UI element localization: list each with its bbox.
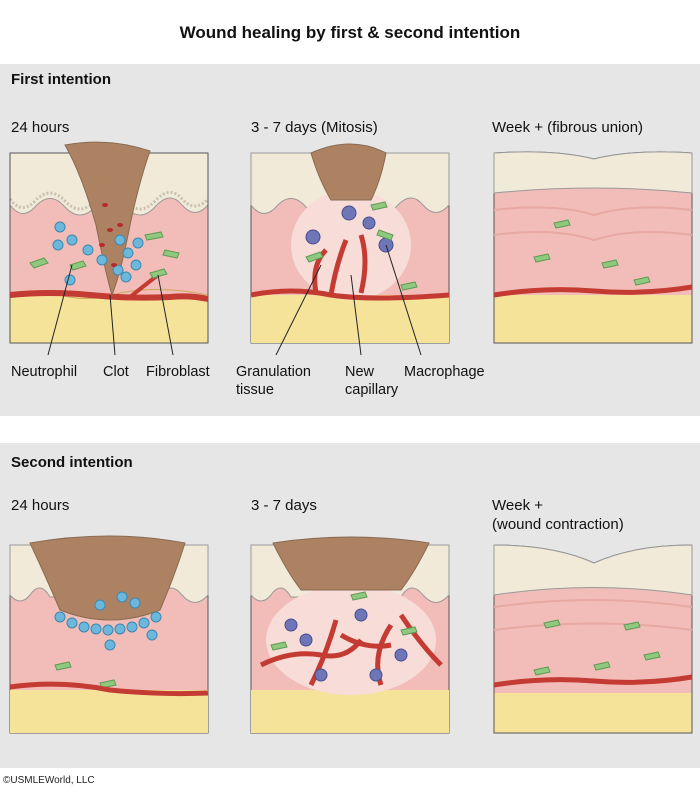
macrophage-label: Macrophage [404, 364, 485, 380]
capillary-line-1: New [345, 364, 375, 380]
fibroblasts [533, 619, 661, 676]
blood-vessel [493, 284, 693, 298]
first-24h-label: 24 hours [11, 119, 70, 136]
first-24h-tissue-diagram [8, 141, 210, 356]
granulation-line-1: Granulation [236, 364, 311, 380]
clot-label: Clot [103, 364, 129, 380]
new-capillary-label: New capillary [345, 363, 398, 399]
scab [272, 536, 430, 591]
red-blood-cells [99, 203, 123, 267]
second-24h-tissue-diagram [9, 535, 209, 734]
macrophages [284, 608, 408, 682]
second-week-tissue-diagram [493, 544, 693, 734]
granulation-line-2: tissue [236, 382, 274, 398]
first-3-7days-label: 3 - 7 days (Mitosis) [251, 119, 378, 136]
skin-block [493, 151, 693, 344]
skin-block [250, 152, 450, 344]
second-24h-label: 24 hours [11, 497, 70, 514]
second-intention-heading: Second intention [11, 454, 133, 471]
leader-lines [47, 264, 174, 356]
clot [29, 535, 186, 621]
scab [310, 143, 387, 201]
fibroblasts [270, 591, 418, 651]
second-week-line-2: (wound contraction) [492, 516, 624, 533]
second-3-7days-label: 3 - 7 days [251, 497, 317, 514]
second-week-label: Week + (wound contraction) [492, 496, 624, 534]
neutrophil-layer [54, 591, 162, 651]
leader-lines [275, 244, 422, 356]
first-week-tissue-diagram [493, 151, 693, 344]
blood-vessel [9, 681, 209, 697]
second-3-7days-tissue-diagram [250, 536, 450, 734]
first-week-label: Week + (fibrous union) [492, 119, 644, 136]
blood-vessels [250, 234, 450, 301]
second-week-line-1: Week + [492, 497, 543, 514]
blood-vessel [493, 674, 693, 688]
figure-title: Wound healing by first & second intentio… [179, 23, 521, 42]
first-intention-heading: First intention [11, 71, 111, 88]
granulation-tissue-label: Granulation tissue [236, 363, 311, 399]
copyright-notice: ©USMLEWorld, LLC [3, 775, 95, 786]
fibroblast-label: Fibroblast [146, 364, 210, 380]
neutrophil-cluster [52, 221, 144, 286]
fibroblasts [533, 219, 651, 286]
fibroblasts [29, 231, 180, 279]
first-3-7days-tissue-diagram [250, 143, 450, 356]
capillary-line-2: capillary [345, 382, 399, 398]
skin-block [493, 544, 693, 734]
fibroblasts [305, 201, 418, 291]
neutrophil-label: Neutrophil [11, 364, 78, 380]
